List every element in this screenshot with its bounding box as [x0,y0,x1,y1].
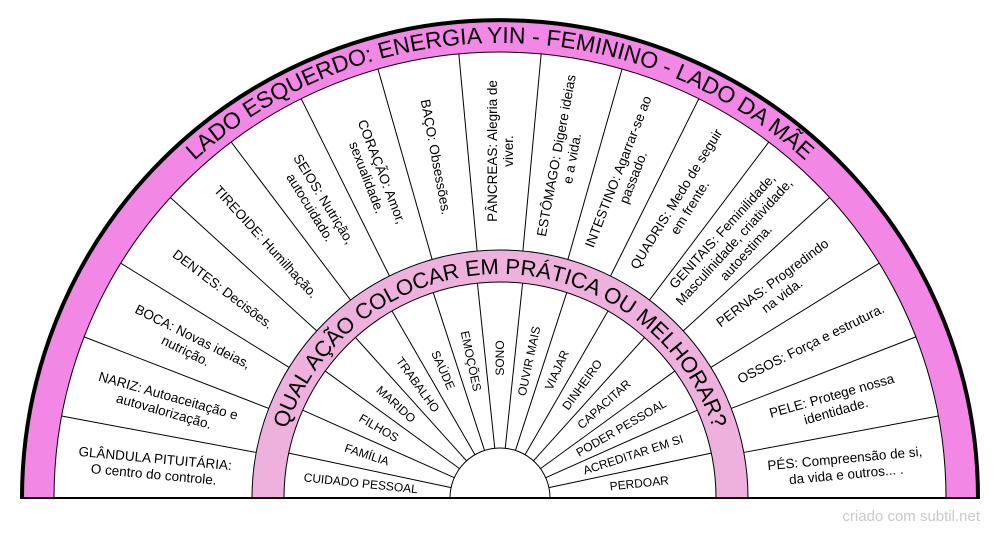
outer-divider [170,197,318,332]
inner-divider [355,337,467,462]
inner-segment-label: EMOÇÕES [458,329,485,392]
outer-segment-label: SEIOS: Nutrição,autocuidado. [283,151,357,246]
outer-segment-label: OSSOS: Força e estrutura. [735,301,887,387]
outer-divider [120,262,290,368]
inner-segment-label: MARIDO [373,383,418,426]
outer-segment-label: DENTES: Decisões. [170,247,276,332]
inner-divider [533,337,645,462]
outer-divider [377,68,433,260]
outer-divider [61,415,257,453]
outer-divider [682,197,830,332]
outer-divider [230,141,351,301]
outer-divider [649,141,770,301]
inner-divider [540,370,676,470]
outer-segment-line: PÂNCREAS: Alegria de [485,80,500,222]
outer-rim [20,18,980,499]
outer-divider [731,336,917,409]
outer-divider [710,262,880,368]
inner-segment-label: FILHOS [356,411,401,445]
outer-divider [610,98,700,277]
inner-divider [391,310,476,455]
outer-segment-line: BAÇO: Obsessões. [418,98,454,216]
inner-segment-label: CUIDADO PESSOAL [303,470,419,496]
inner-segment-label: SAÚDE [428,348,459,392]
inner-divider [476,283,496,449]
outer-divider [300,98,390,277]
outer-segment-label: BAÇO: Obsessões. [418,98,454,216]
outer-segment-label: GLÂNDULA PITUITÁRIA:O centro do controle… [78,444,233,488]
outer-segment-label: CORAÇÃO: Amor,sexualidade. [346,118,409,226]
inner-divider [524,310,609,455]
outer-divider [458,53,478,252]
inner-divider [288,452,452,489]
inner-divider [302,409,455,479]
inner-divider [548,452,712,489]
footer-credit: criado com subtil.net [842,508,980,525]
outer-segment-line: DENTES: Decisões. [170,247,276,332]
outer-segment-label: PÉS: Compreensão de si,da vida e outros.… [767,444,923,487]
outer-segment-label: BOCA: Novas ideias,nutrição. [133,302,253,372]
inner-divider [324,370,460,470]
center-hub [449,447,551,499]
inner-divider [432,292,486,451]
inner-divider [514,292,568,451]
outer-divider [743,415,939,453]
inner-segment-label: SONO [493,340,507,375]
outer-divider [567,68,623,260]
outer-segment-line: OSSOS: Força e estrutura. [735,301,887,387]
outer-band-edge [53,51,947,499]
outer-segment-line: viver. [501,135,516,167]
inner-segment-label: OUVIR MAIS [515,325,543,397]
inner-segment-label: PERDOAR [609,473,670,493]
outer-divider [83,336,269,409]
inner-segment-label: FAMÍLIA [343,440,391,468]
inner-divider [504,283,524,449]
inner-divider [545,409,698,479]
outer-divider [522,53,542,252]
